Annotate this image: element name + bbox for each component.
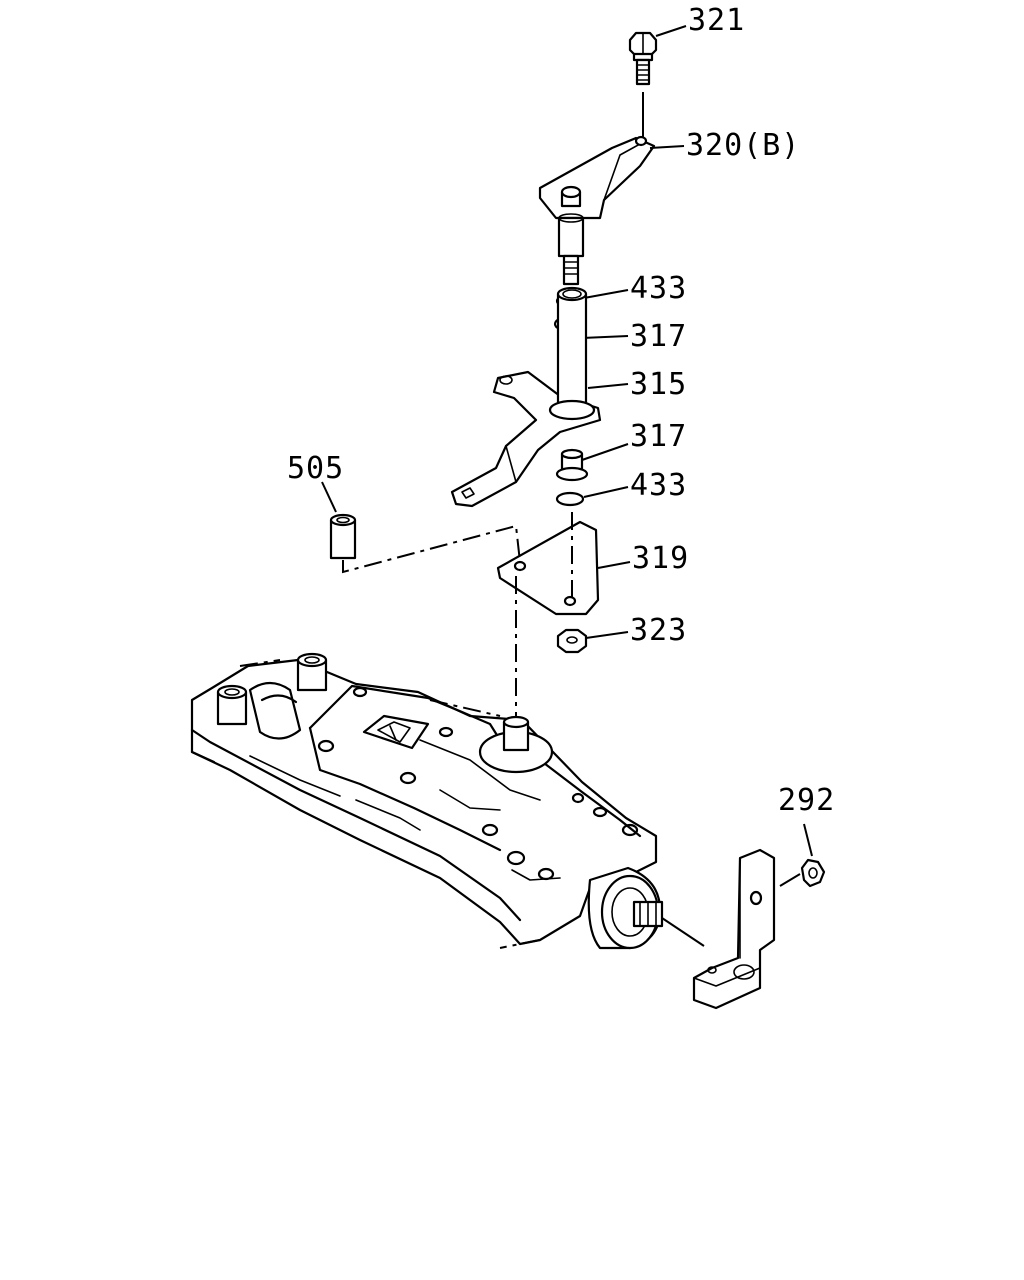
part-323-nut: [556, 628, 588, 654]
label-319: 319: [632, 541, 689, 576]
part-505-pin: [329, 513, 357, 560]
mounting-bracket: [692, 848, 776, 1010]
label-292: 292: [778, 783, 835, 818]
leader-505: [321, 481, 337, 513]
part-315-lever: [450, 286, 602, 508]
leader-321: [655, 25, 687, 37]
label-505: 505: [287, 451, 344, 486]
part-433-oring-lower: [555, 491, 585, 507]
part-317-bushing-lower: [555, 448, 589, 482]
label-433-upper: 433: [630, 271, 687, 306]
label-433-lower: 433: [630, 468, 687, 503]
axis-line-actuator: [661, 917, 705, 947]
leader-317-upper: [581, 335, 629, 339]
part-320b-bracket: [538, 135, 656, 286]
leader-292: [803, 823, 813, 857]
leader-319: [597, 561, 631, 569]
label-321: 321: [688, 3, 745, 38]
part-321-bolt: [628, 31, 658, 86]
label-317-upper: 317: [630, 319, 687, 354]
label-315: 315: [630, 367, 687, 402]
part-319-plate: [496, 520, 600, 616]
leader-433-lower: [583, 486, 629, 498]
leader-317-lower: [581, 443, 629, 461]
label-317-lower: 317: [630, 419, 687, 454]
leader-315: [587, 383, 629, 389]
leader-323: [585, 631, 629, 639]
actuator-cylinder: [587, 866, 664, 950]
label-320b: 320(B): [686, 128, 800, 163]
leader-433-upper: [583, 289, 629, 299]
label-323: 323: [630, 613, 687, 648]
valve-body-housing: [190, 652, 658, 949]
part-292-nut: [800, 858, 826, 888]
axis-line-292: [779, 873, 801, 887]
leader-320b: [649, 145, 685, 149]
